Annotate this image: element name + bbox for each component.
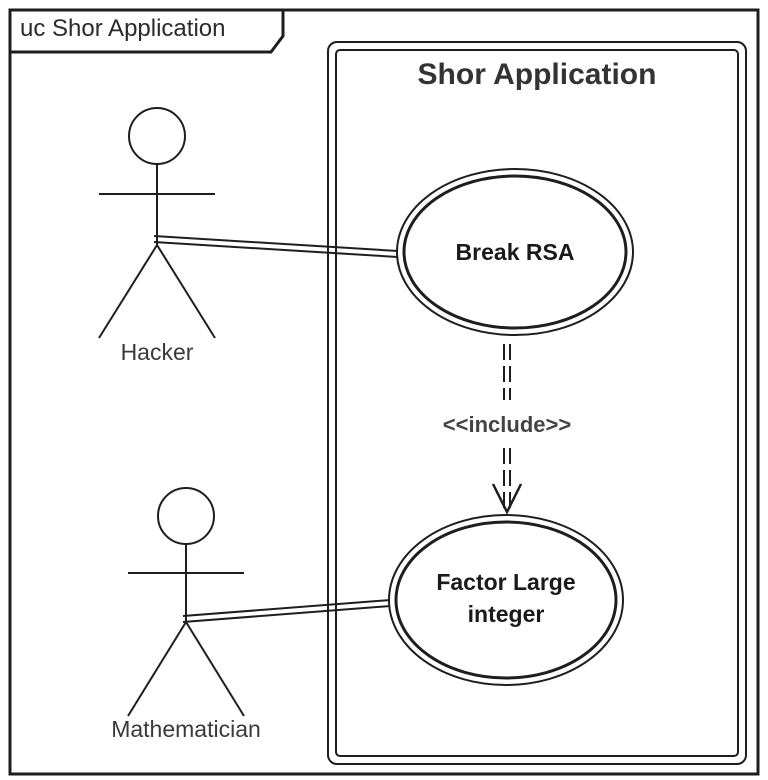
system-title: Shor Application [418, 58, 657, 91]
use-case-break-rsa: Break RSA [396, 168, 634, 336]
actor-mathematician-label: Mathematician [111, 716, 261, 742]
actor-hacker-label: Hacker [121, 339, 194, 365]
association-mathematician-factor [182, 599, 391, 623]
actor-mathematician: Mathematician [111, 487, 261, 742]
association-hacker-break-rsa [153, 235, 399, 258]
actor-hacker-right-leg [156, 244, 216, 339]
actor-hacker: Hacker [98, 107, 216, 365]
include-dependency: <<include>> [443, 344, 571, 515]
actor-mathematician-head [157, 487, 215, 545]
use-case-factor-label-line2: integer [468, 601, 545, 627]
system-boundary-inner [335, 49, 739, 757]
system-boundary-outer [327, 41, 747, 765]
include-label: <<include>> [443, 412, 571, 437]
actor-mathematician-left-leg [127, 621, 187, 717]
diagram-frame [8, 8, 760, 776]
actor-hacker-left-leg [98, 244, 158, 339]
include-arrowhead [491, 483, 523, 515]
use-case-factor-label-line1: Factor Large [436, 569, 575, 595]
frame-title: uc Shor Application [20, 15, 225, 42]
frame-title-tab [10, 8, 285, 54]
use-case-factor-large-integer: Factor Large integer [388, 514, 624, 686]
actor-mathematician-right-leg [185, 621, 245, 717]
use-case-break-rsa-label: Break RSA [456, 239, 575, 265]
actor-hacker-head [128, 107, 186, 165]
